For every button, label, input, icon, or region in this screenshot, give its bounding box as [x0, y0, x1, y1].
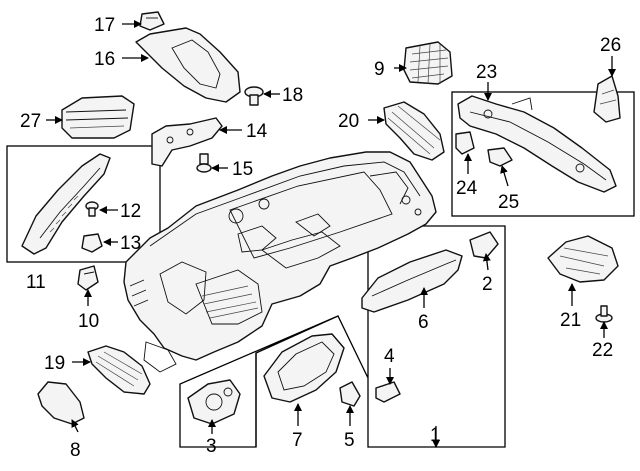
part-10-clip — [77, 265, 99, 291]
part-11-pillar-trim — [21, 153, 111, 255]
callout-24: 24 — [456, 178, 478, 199]
callout-7: 7 — [292, 430, 303, 451]
leader-lines — [46, 20, 616, 448]
part-7-cluster-bezel — [263, 333, 345, 403]
callout-25: 25 — [498, 192, 519, 213]
callout-labels: 17 16 18 27 14 15 9 20 26 23 24 25 12 13… — [20, 15, 621, 461]
part-12-screw — [85, 201, 99, 217]
callout-2: 2 — [482, 274, 493, 295]
callout-8: 8 — [70, 440, 81, 461]
part-22-clip — [595, 305, 613, 323]
part-24-bracket — [455, 131, 475, 155]
callout-13: 13 — [120, 233, 141, 254]
part-21-module — [547, 235, 619, 283]
callout-26: 26 — [600, 35, 621, 56]
group-box-11 — [6, 145, 161, 263]
part-8-side-cover — [37, 381, 85, 425]
part-17-clip — [139, 11, 165, 31]
callout-14: 14 — [246, 121, 268, 142]
callout-15: 15 — [232, 159, 253, 180]
callout-10: 10 — [78, 311, 99, 332]
callout-16: 16 — [94, 49, 115, 70]
callout-4: 4 — [384, 346, 395, 367]
callout-3: 3 — [206, 436, 217, 457]
part-20-right-air-vent — [383, 101, 445, 161]
part-13-clip — [81, 233, 103, 253]
group-box-23 — [451, 91, 635, 217]
callout-9: 9 — [374, 59, 385, 80]
callout-20: 20 — [338, 111, 359, 132]
part-9-speaker-grille — [403, 41, 453, 85]
part-4-switch — [375, 381, 401, 403]
part-3-switch-panel — [187, 379, 241, 425]
callout-17: 17 — [94, 15, 115, 36]
callout-22: 22 — [592, 340, 613, 361]
instrument-panel-carrier — [123, 151, 437, 373]
part-18-push-pin — [244, 86, 264, 106]
callout-12: 12 — [120, 201, 141, 222]
part-5-bracket — [339, 381, 361, 407]
callout-18: 18 — [282, 85, 303, 106]
part-27-airbag-module — [61, 95, 135, 139]
callout-6: 6 — [418, 312, 429, 333]
callout-11: 11 — [26, 272, 46, 293]
callout-19: 19 — [44, 353, 65, 374]
callout-23: 23 — [476, 62, 497, 83]
part-16-upper-trim-panel — [135, 27, 241, 103]
callout-1: 1 — [430, 425, 441, 446]
part-15-screw — [196, 153, 212, 173]
part-26-end-cover — [593, 75, 621, 123]
part-25-bracket — [487, 147, 513, 167]
part-19-left-air-vent — [87, 345, 151, 395]
callout-5: 5 — [344, 430, 355, 451]
callout-21: 21 — [560, 310, 581, 331]
part-2-small-cover — [469, 231, 499, 259]
callout-27: 27 — [20, 111, 41, 132]
part-6-glove-box — [361, 249, 463, 313]
part-23-reinforcement-beam — [457, 95, 617, 193]
part-14-bracket — [151, 117, 223, 167]
